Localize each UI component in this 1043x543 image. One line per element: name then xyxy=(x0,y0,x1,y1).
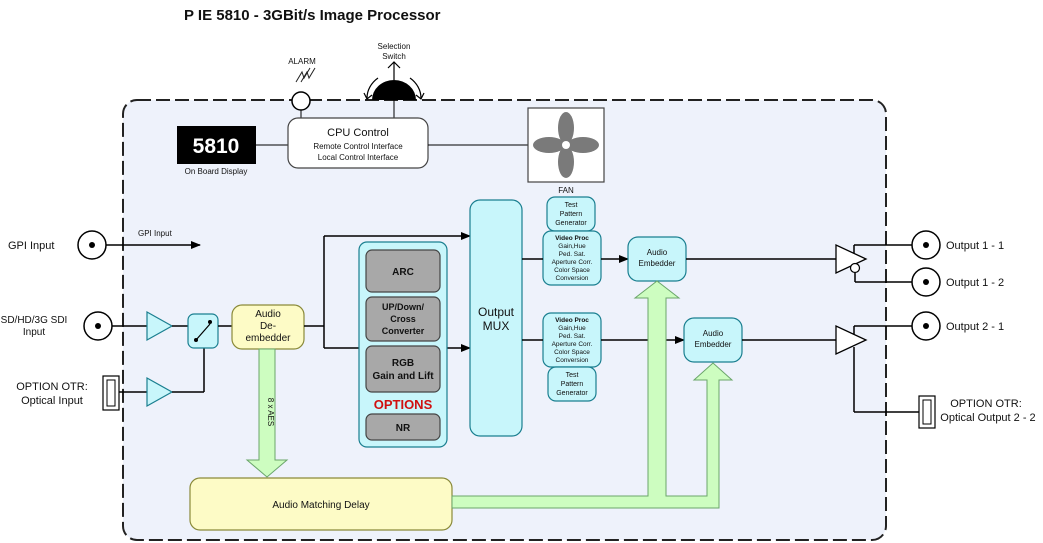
otr-input-label-2: Optical Input xyxy=(21,395,83,407)
output-1-1-label: Output 1 - 1 xyxy=(946,240,1004,252)
fan-label: FAN xyxy=(558,186,574,195)
alarm-icon xyxy=(295,67,316,83)
video-proc-1 xyxy=(542,230,602,286)
display-caption: On Board Display xyxy=(185,167,248,176)
sdi-amplifier xyxy=(146,310,174,342)
otr-amplifier xyxy=(146,376,174,408)
output-1-2-label: Output 1 - 2 xyxy=(946,277,1004,289)
output-mux xyxy=(469,199,523,437)
option-arc-label: ARC xyxy=(392,267,414,278)
selection-switch-label-1: Selection xyxy=(378,42,411,51)
sdi-input-label-2: Input xyxy=(23,327,45,338)
otr-output-label-2: Optical Output 2 - 2 xyxy=(940,412,1035,424)
fan-icon xyxy=(533,112,599,178)
input-switch xyxy=(187,313,219,349)
vp2-line-1: Gain,Hue xyxy=(558,325,586,332)
vp2-line-3: Aperture Corr. xyxy=(552,341,593,348)
cpu-line-1: Remote Control Interface xyxy=(313,142,403,151)
vp1-line-4: Color Space xyxy=(554,267,590,274)
option-updown-line-1: UP/Down/ xyxy=(382,302,424,312)
audio-return-arrows xyxy=(451,280,734,509)
gpi-input-label: GPI Input xyxy=(8,240,54,252)
tpg1-line-3: Generator xyxy=(555,220,587,227)
vp1-line-3: Aperture Corr. xyxy=(552,259,593,266)
option-updown-line-2: Cross xyxy=(390,314,416,324)
selection-switch-icon[interactable] xyxy=(363,61,425,100)
selection-switch-label-2: Switch xyxy=(382,52,406,61)
embedder1-line-2: Embedder xyxy=(639,259,676,268)
output-amplifier-2 xyxy=(835,324,868,356)
sdi-input-label-1: SD/HD/3G SDI xyxy=(1,315,68,326)
alarm-led xyxy=(291,91,311,111)
otr-output-label-1: OPTION OTR: xyxy=(950,398,1022,410)
output-2-1-label: Output 2 - 1 xyxy=(946,321,1004,333)
test-pattern-generator-2 xyxy=(547,366,597,402)
option-rgb xyxy=(365,345,441,393)
display-value: 5810 xyxy=(193,135,240,158)
tpg2-line-1: Test xyxy=(566,372,579,379)
options-group xyxy=(358,241,448,448)
vp1-line-1: Gain,Hue xyxy=(558,243,586,250)
vp1-title: Video Proc xyxy=(555,235,589,242)
vp2-line-5: Conversion xyxy=(556,357,589,364)
gpi-signal-label: GPI Input xyxy=(138,229,173,238)
vp2-title: Video Proc xyxy=(555,317,589,324)
option-arc xyxy=(365,249,441,293)
vp2-line-4: Color Space xyxy=(554,349,590,356)
delay-label: Audio Matching Delay xyxy=(272,500,369,511)
aes-label: 8 x AES xyxy=(266,398,275,426)
cpu-title: CPU Control xyxy=(327,127,389,139)
option-updown-converter xyxy=(365,296,441,342)
cpu-control-box xyxy=(287,117,429,169)
embedder1-line-1: Audio xyxy=(647,248,668,257)
deembedder-line-2: De- xyxy=(260,321,276,332)
otr-input-label-1: OPTION OTR: xyxy=(16,381,88,393)
option-updown-line-3: Converter xyxy=(382,326,425,336)
option-rgb-line-2: Gain and Lift xyxy=(372,371,434,382)
vp1-line-5: Conversion xyxy=(556,275,589,282)
tpg1-line-1: Test xyxy=(565,202,578,209)
vp1-line-2: Ped. Sat. xyxy=(559,251,586,258)
page-title: P IE 5810 - 3GBit/s Image Processor xyxy=(184,7,441,24)
deembedder-line-1: Audio xyxy=(255,309,281,320)
alarm-label: ALARM xyxy=(288,57,316,66)
embedder2-line-2: Embedder xyxy=(695,340,732,349)
option-nr xyxy=(365,413,441,441)
on-board-display xyxy=(177,126,256,164)
option-nr-label: NR xyxy=(396,423,411,434)
deembedder-line-3: embedder xyxy=(245,333,291,344)
tpg2-line-2: Pattern xyxy=(561,381,584,388)
mux-line-2: MUX xyxy=(483,319,510,333)
embedder2-line-1: Audio xyxy=(703,329,724,338)
vp2-line-2: Ped. Sat. xyxy=(559,333,586,340)
options-title: OPTIONS xyxy=(374,397,433,412)
tpg2-line-3: Generator xyxy=(556,390,588,397)
mux-line-1: Output xyxy=(478,305,515,319)
aes-arrow xyxy=(245,348,289,478)
tpg1-line-2: Pattern xyxy=(560,211,583,218)
cpu-line-2: Local Control Interface xyxy=(318,153,399,162)
option-rgb-line-1: RGB xyxy=(392,358,414,369)
